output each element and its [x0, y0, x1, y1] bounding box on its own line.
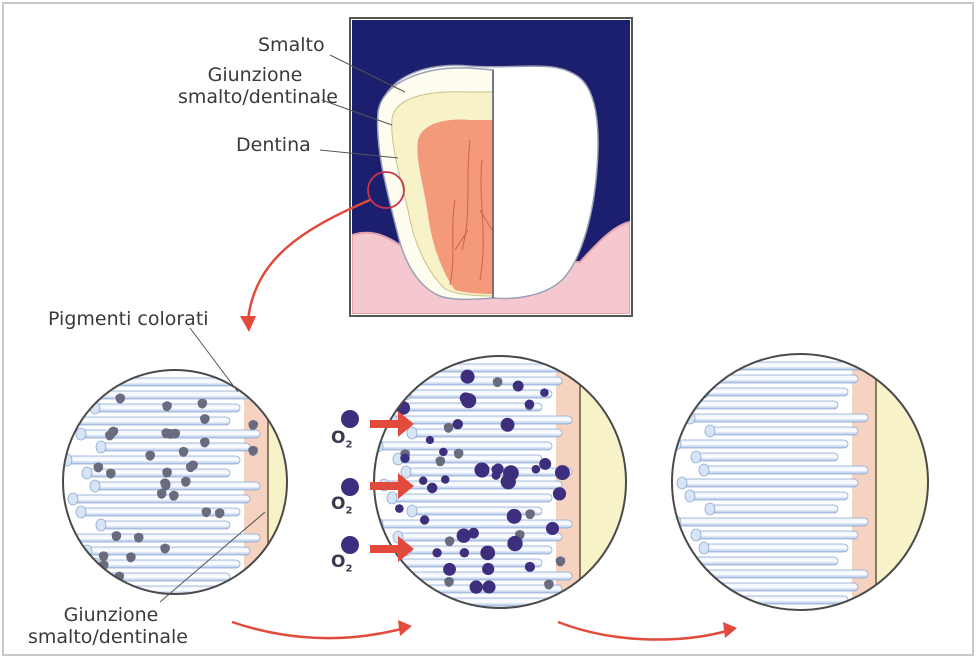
oxygen-particle	[482, 580, 495, 593]
oxygen-particle	[546, 522, 559, 535]
rod-end	[677, 477, 687, 489]
enamel-rod	[402, 390, 552, 398]
oxygen-particle	[453, 419, 463, 429]
rod-end	[76, 506, 86, 518]
tooth-illustration	[350, 18, 632, 316]
enamel-rod	[706, 505, 838, 513]
oxygen-molecule	[341, 410, 359, 428]
enamel-rod	[700, 466, 868, 474]
oxygen-label: O2	[331, 552, 352, 574]
enamel-rod	[700, 388, 848, 396]
enamel-rod	[692, 453, 838, 461]
oxygen-particle	[474, 462, 489, 477]
rod-end	[387, 492, 397, 504]
rod-end	[76, 428, 86, 440]
oxygen-particle	[441, 475, 450, 484]
enamel-rod	[678, 479, 858, 487]
enamel-rod	[83, 469, 230, 477]
label-giunzione-bottom-1: Giunzione	[36, 604, 186, 626]
oxygen-particle	[443, 563, 456, 576]
enamel-rod	[374, 520, 572, 528]
rod-end	[699, 464, 709, 476]
rod-end	[401, 466, 411, 478]
oxygen-particle	[419, 477, 427, 485]
oxygen-particle	[540, 388, 549, 397]
enamel-rod	[97, 521, 230, 529]
label-giunzione-top-2: smalto/dentinale	[178, 86, 338, 108]
enamel-rod	[402, 546, 552, 554]
rod-end	[699, 542, 709, 554]
rod-end	[82, 467, 92, 479]
oxygen-particle	[525, 562, 535, 572]
oxygen-label: O2	[331, 428, 352, 450]
oxygen-particle	[501, 418, 515, 432]
label-giunzione-top-1: Giunzione	[180, 64, 330, 86]
oxygen-particle	[461, 370, 475, 384]
enamel-rod	[388, 416, 572, 424]
enamel-rod	[388, 494, 552, 502]
label-smalto: Smalto	[258, 34, 325, 56]
enamel-rod	[374, 442, 552, 450]
oxygen-particle	[553, 487, 566, 500]
enamel-rod	[672, 440, 848, 448]
rod-end	[705, 425, 715, 437]
rod-end	[691, 451, 701, 463]
oxygen-particle	[439, 448, 448, 457]
oxygen-particle	[461, 393, 476, 408]
oxygen-particle	[480, 545, 495, 560]
oxygen-particle	[400, 453, 409, 462]
rod-end	[691, 529, 701, 541]
oxygen-particle	[420, 515, 429, 524]
enamel-rod	[408, 507, 542, 515]
enamel-rod	[97, 443, 250, 451]
enamel-rod	[692, 531, 858, 539]
rod-end	[705, 503, 715, 515]
rod-end	[407, 427, 417, 439]
oxygen-particle	[525, 400, 534, 409]
oxygen-particle	[482, 563, 494, 575]
oxygen-particle	[470, 580, 483, 593]
enamel-rod	[706, 427, 858, 435]
oxygen-label: O2	[331, 494, 352, 516]
oxygen-particle	[460, 548, 469, 557]
oxygen-particle	[432, 548, 441, 557]
enamel-rod	[63, 534, 260, 542]
oxygen-particle	[395, 504, 404, 513]
enamel-rod	[686, 414, 868, 422]
enamel-rod	[91, 482, 260, 490]
oxygen-particle	[513, 381, 524, 392]
oxygen-particle	[503, 465, 519, 481]
enamel-rod	[686, 492, 848, 500]
oxygen-particle	[457, 529, 471, 543]
oxygen-particle	[427, 483, 438, 494]
oxygen-particle	[539, 458, 551, 470]
rod-end	[96, 441, 106, 453]
enamel-rod	[408, 429, 562, 437]
oxygen-particle	[493, 464, 504, 475]
label-pigmenti-colorati: Pigmenti colorati	[48, 308, 209, 330]
rod-end	[685, 490, 695, 502]
oxygen-particle	[426, 436, 434, 444]
rod-end	[90, 480, 100, 492]
enamel-rod	[672, 518, 868, 526]
enamel-rod	[700, 544, 848, 552]
rod-end	[407, 505, 417, 517]
oxygen-particle	[555, 465, 570, 480]
label-dentina: Dentina	[236, 134, 311, 156]
oxygen-particle	[507, 536, 522, 551]
oxygen-particle	[532, 465, 541, 474]
rod-end	[68, 493, 78, 505]
enamel-rod	[394, 455, 542, 463]
rod-end	[96, 519, 106, 531]
oxygen-particle	[507, 509, 522, 524]
label-giunzione-bottom-2: smalto/dentinale	[28, 626, 188, 648]
enamel-rod	[91, 560, 240, 568]
enamel-rod	[678, 401, 838, 409]
